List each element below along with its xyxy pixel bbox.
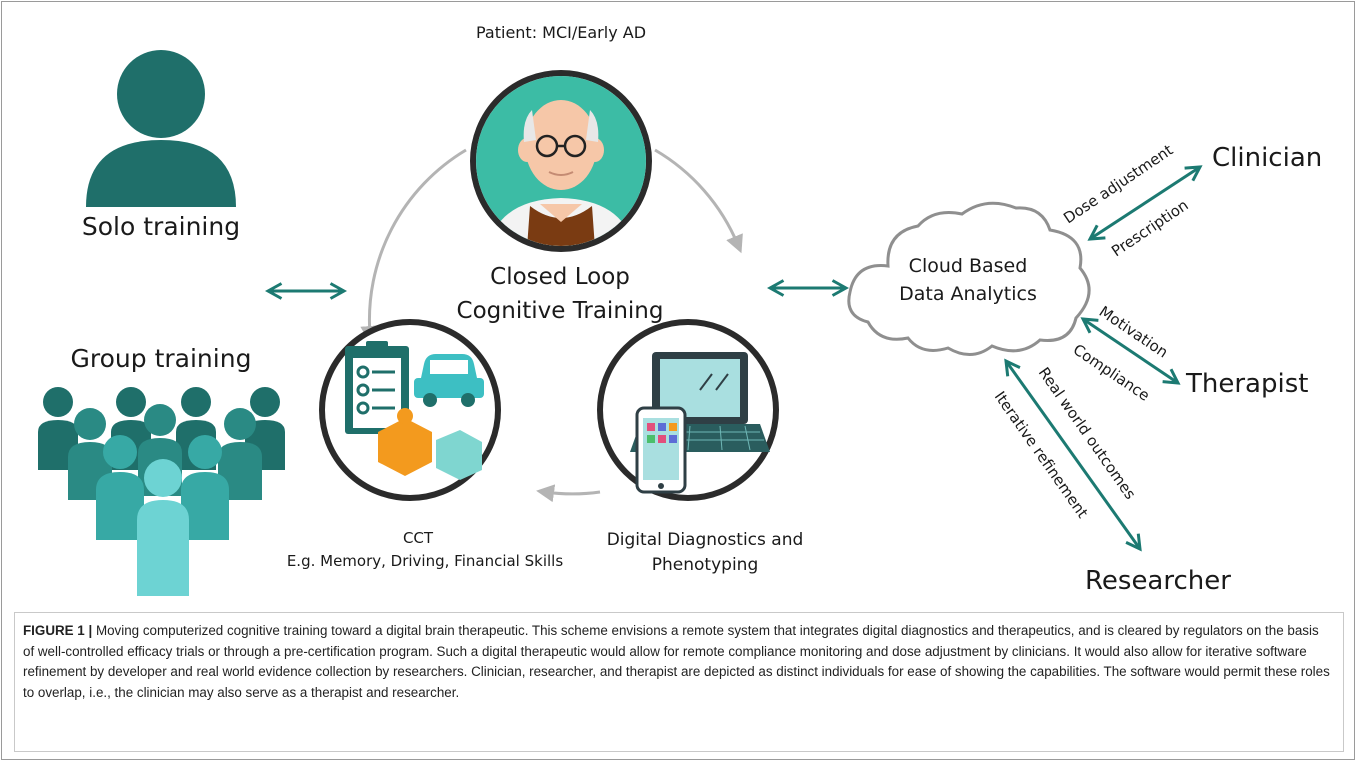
patient-label: Patient: MCI/Early AD xyxy=(476,23,646,42)
compliance-label: Compliance xyxy=(1070,340,1153,404)
loop-title-line2: Cognitive Training xyxy=(457,298,664,324)
cloud-label-line2: Data Analytics xyxy=(899,283,1037,305)
researcher-arrow xyxy=(1006,361,1140,549)
clinician-label: Clinician xyxy=(1212,143,1322,173)
figure-caption: FIGURE 1 | Moving computerized cognitive… xyxy=(14,612,1344,752)
prescription-label: Prescription xyxy=(1108,196,1191,260)
diagnostics-label-line2: Phenotyping xyxy=(652,555,758,575)
caption-text: Moving computerized cognitive training t… xyxy=(23,623,1330,700)
cct-tasks-icon xyxy=(319,319,501,501)
solo-person-icon xyxy=(86,50,236,207)
therapist-label: Therapist xyxy=(1185,369,1308,399)
cloud-shape xyxy=(847,201,1091,356)
cloud-label-line1: Cloud Based xyxy=(909,255,1028,277)
solo-training-label: Solo training xyxy=(82,212,240,241)
closed-loop-cycle xyxy=(360,148,743,503)
cct-subtitle: E.g. Memory, Driving, Financial Skills xyxy=(287,552,563,570)
patient-avatar-icon xyxy=(470,70,652,252)
loop-title-line1: Closed Loop xyxy=(490,264,630,290)
researcher-label: Researcher xyxy=(1085,566,1231,596)
caption-label: FIGURE 1 | xyxy=(23,623,93,638)
group-training-label: Group training xyxy=(71,344,252,373)
clinician-arrow xyxy=(1090,167,1200,239)
group-people-icon xyxy=(38,387,285,596)
therapist-arrow xyxy=(1083,319,1178,383)
cct-title: CCT xyxy=(403,529,434,547)
device-diagnostics-icon xyxy=(597,319,779,501)
diagram: Patient: MCI/Early AD Solo training Grou… xyxy=(38,23,1322,596)
diagnostics-label-line1: Digital Diagnostics and xyxy=(607,530,804,550)
